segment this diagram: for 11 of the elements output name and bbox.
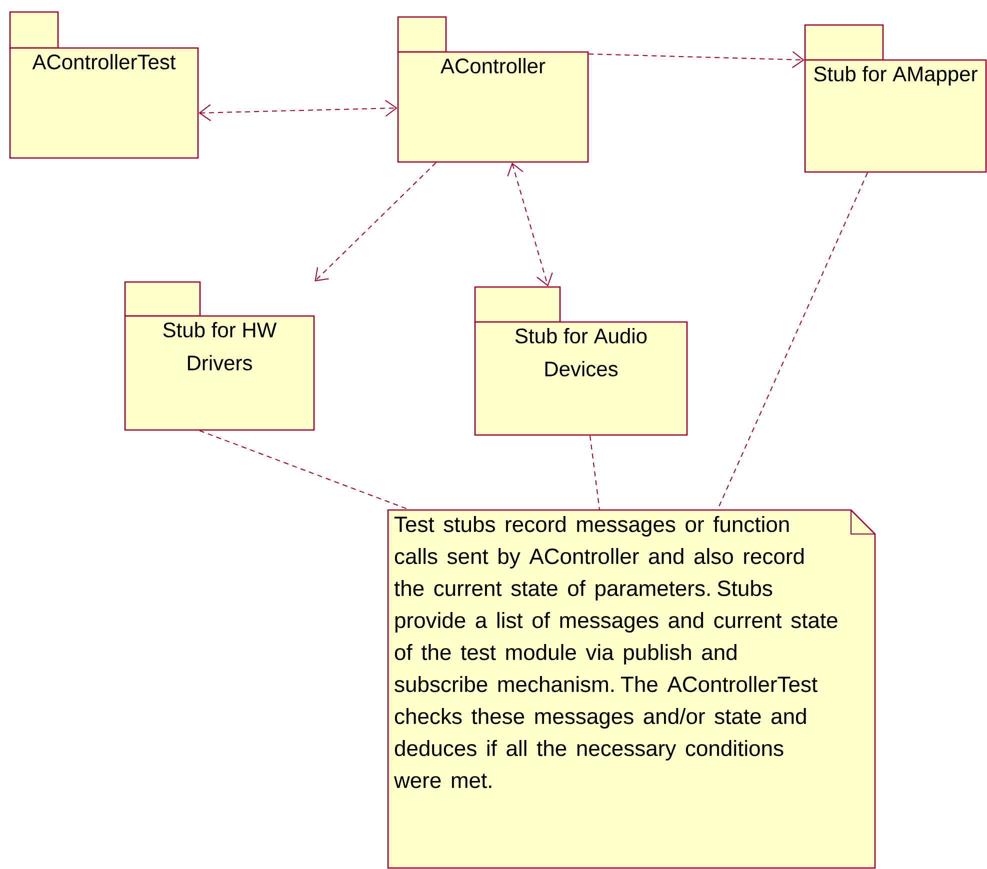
dependency-arrow: [198, 100, 398, 122]
dependency-arrow: [588, 51, 804, 68]
note-box: Test stubs record messages or function calls sent by AController and also record the current state of parameters. Stubs provide a list of messages and current state of the test module via publish and subscribe mechanism. The AControllerTest checks these messages and/or state and deduces if all the necessary conditions were met.: [387, 509, 876, 869]
dependency-arrow: [507, 162, 553, 286]
package-box: Stub for HW Drivers: [124, 281, 315, 431]
package-box: AControllerTest: [9, 11, 199, 159]
note-connector: [590, 435, 600, 510]
package-box: AController: [397, 16, 589, 163]
dependency-arrow: [314, 162, 436, 282]
package-box: Stub for AMapper: [804, 24, 987, 173]
package-box: Stub for Audio Devices: [474, 286, 688, 436]
